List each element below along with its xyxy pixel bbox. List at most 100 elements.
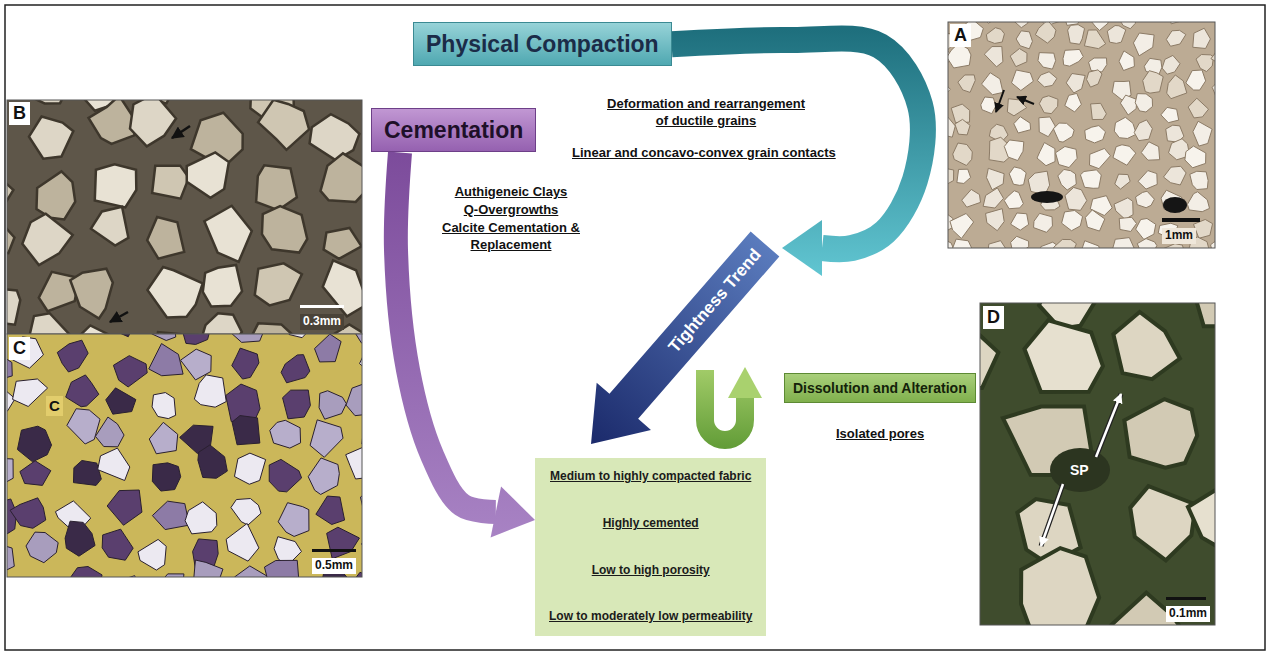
mineral-grain bbox=[1107, 26, 1126, 44]
mineral-grain bbox=[262, 206, 307, 252]
photo-ground bbox=[980, 303, 1215, 625]
mineral-grain bbox=[152, 393, 176, 419]
label-slot: Authigeneic Clays bbox=[440, 184, 582, 201]
mineral-grain bbox=[7, 543, 14, 575]
mineral-grain bbox=[185, 502, 217, 534]
mineral-grain bbox=[1130, 486, 1195, 560]
box-text: Physical Compaction bbox=[426, 31, 659, 57]
pointer-arrow bbox=[110, 312, 128, 322]
grain-texture bbox=[948, 22, 1215, 248]
mineral-grain bbox=[1115, 174, 1130, 189]
scale-value: 0.5mm bbox=[312, 558, 356, 574]
leader-line bbox=[1041, 484, 1063, 546]
mineral-grain bbox=[1164, 244, 1184, 248]
mineral-grain bbox=[1134, 120, 1152, 141]
mineral-grain bbox=[279, 334, 311, 338]
mineral-grain bbox=[1066, 74, 1085, 93]
mineral-grain bbox=[316, 496, 345, 524]
mineral-grain bbox=[149, 344, 183, 376]
mineral-grain bbox=[1138, 171, 1157, 190]
process-note: Authigeneic Clays bbox=[440, 184, 582, 201]
mineral-grain bbox=[948, 168, 954, 186]
pore bbox=[1050, 448, 1110, 492]
mineral-grain bbox=[1141, 142, 1159, 160]
mineral-grain bbox=[986, 209, 1005, 231]
mineral-grain bbox=[113, 356, 147, 387]
box-text: Low to moderately low permeability bbox=[549, 610, 752, 624]
mineral-grain bbox=[281, 355, 310, 383]
pointer-arrow bbox=[1017, 97, 1034, 104]
mineral-grain bbox=[1188, 478, 1215, 568]
mineral-grain bbox=[1190, 303, 1215, 327]
mineral-grain bbox=[231, 499, 261, 526]
scale-value: 0.1mm bbox=[1166, 606, 1210, 622]
scale-value: 0.3mm bbox=[300, 314, 344, 330]
mineral-grain bbox=[1014, 117, 1031, 133]
process-note: Deformation and rearrangement of ductile… bbox=[600, 96, 812, 130]
figure-frame bbox=[5, 5, 1265, 650]
mineral-grain bbox=[1133, 33, 1154, 56]
mineral-grain bbox=[982, 73, 1003, 95]
label-slot: C bbox=[9, 337, 30, 360]
mineral-grain bbox=[65, 521, 95, 556]
mineral-grain bbox=[1024, 320, 1102, 392]
mineral-grain bbox=[29, 116, 73, 158]
mineral-grain bbox=[950, 213, 974, 238]
mineral-grain bbox=[1087, 70, 1102, 87]
mineral-grain bbox=[981, 97, 996, 114]
panel-letter: C bbox=[9, 337, 30, 360]
mineral-grain bbox=[7, 458, 13, 482]
mineral-grain bbox=[1135, 94, 1152, 112]
mineral-grain bbox=[1113, 145, 1136, 165]
mineral-grain bbox=[227, 334, 267, 342]
mineral-grain bbox=[1037, 72, 1057, 87]
photomicrograph bbox=[7, 334, 362, 577]
leader-line bbox=[1096, 394, 1121, 457]
mineral-grain bbox=[17, 426, 51, 462]
mineral-grain bbox=[232, 416, 260, 445]
mineral-grain bbox=[1124, 399, 1197, 468]
label-slot: Deformation and rearrangement of ductile… bbox=[600, 96, 812, 130]
mineral-grain bbox=[67, 409, 100, 444]
mineral-grain bbox=[232, 348, 259, 379]
label-slot: 0.3mm bbox=[300, 311, 344, 330]
pointer-arrow bbox=[172, 126, 190, 138]
mineral-grain bbox=[1167, 75, 1187, 99]
label-slot: A bbox=[950, 24, 971, 47]
process-note: Isolated pores bbox=[836, 426, 924, 443]
mineral-grain bbox=[1185, 146, 1206, 168]
mineral-grain bbox=[1187, 192, 1209, 212]
result-box: Medium to highly compacted fabricHighly … bbox=[535, 458, 766, 636]
grain-texture bbox=[980, 303, 1215, 625]
leader-line bbox=[1041, 484, 1063, 546]
mineral-grain bbox=[308, 458, 339, 494]
mineral-grain bbox=[152, 501, 189, 529]
mineral-grain bbox=[10, 498, 46, 528]
mineral-grain bbox=[182, 334, 212, 344]
mineral-grain bbox=[1035, 22, 1056, 43]
mineral-grain bbox=[983, 188, 1003, 208]
scale-bar bbox=[312, 549, 356, 552]
mineral-grain bbox=[98, 448, 130, 480]
mineral-grain bbox=[106, 388, 136, 414]
grain-texture bbox=[7, 100, 362, 334]
mineral-grain bbox=[1081, 241, 1100, 248]
mineral-grain bbox=[347, 334, 362, 343]
mineral-grain bbox=[107, 490, 142, 525]
photo-ground bbox=[948, 22, 1215, 248]
mineral-grain bbox=[1136, 191, 1155, 208]
mineral-grain bbox=[152, 463, 180, 491]
mineral-grain bbox=[7, 288, 20, 325]
mineral-grain bbox=[1011, 236, 1029, 248]
mineral-grain bbox=[320, 153, 362, 202]
label-slot: B bbox=[9, 102, 30, 125]
process-note: Q-Overgrowths bbox=[440, 202, 582, 219]
mineral-grain bbox=[951, 239, 972, 248]
process-box: Cementation bbox=[371, 108, 536, 152]
pore bbox=[1163, 197, 1187, 213]
mineral-grain bbox=[278, 503, 309, 537]
pointer-arrow bbox=[996, 90, 1004, 112]
photomicrograph bbox=[7, 100, 362, 334]
mineral-grain bbox=[1039, 117, 1055, 137]
process-box: Physical Compaction bbox=[413, 22, 672, 66]
